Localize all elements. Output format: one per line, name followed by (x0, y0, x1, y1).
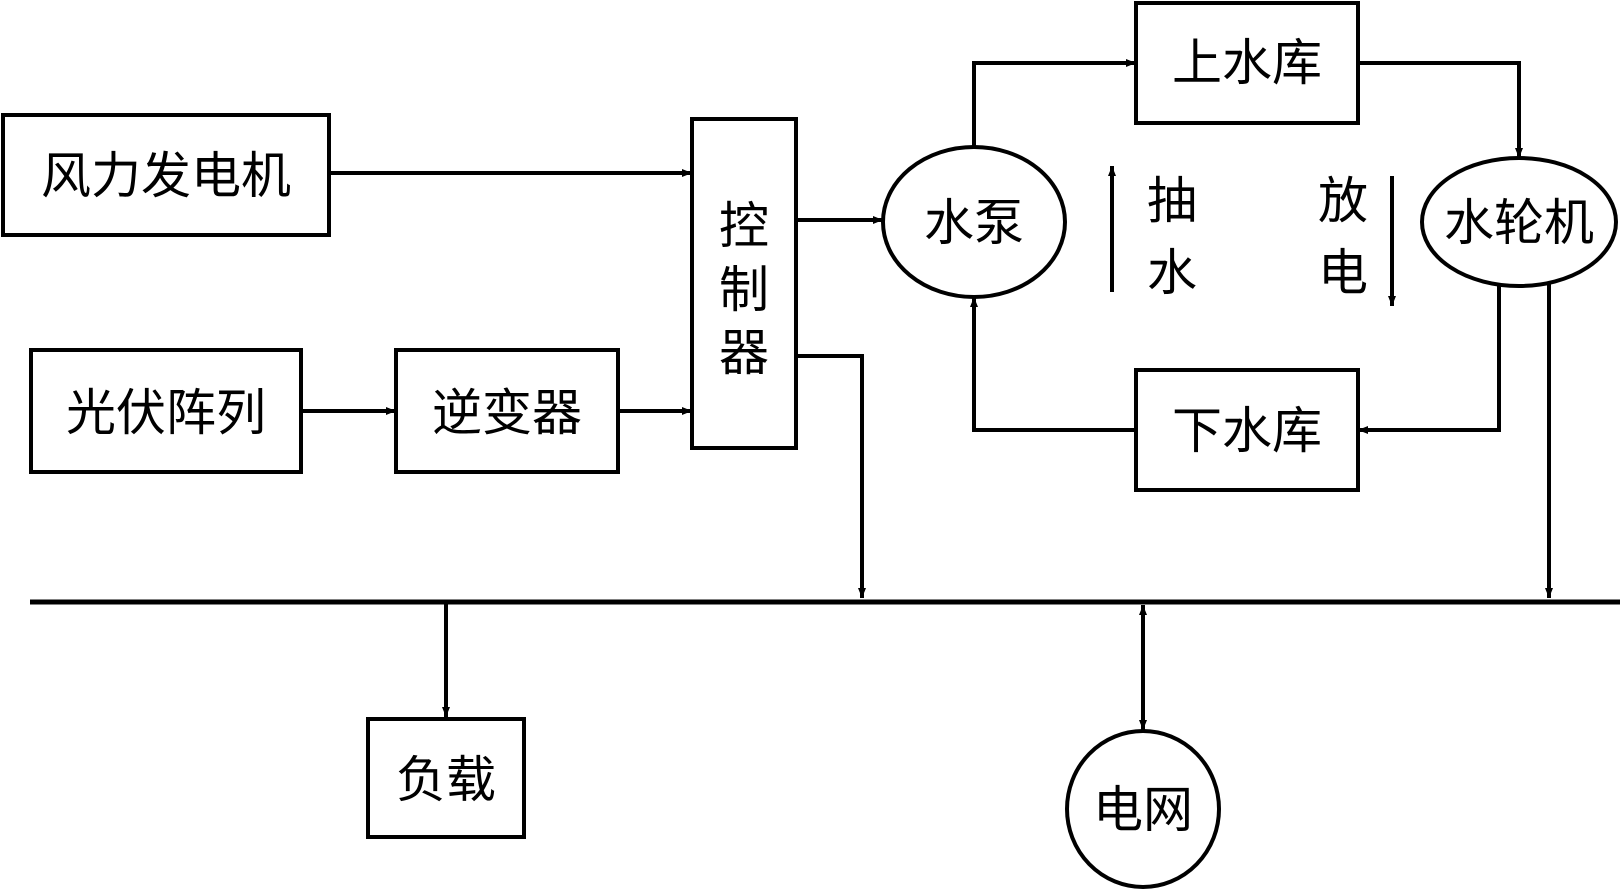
edge-controller-to-bus (796, 354, 866, 598)
discharging-label-char-2: 电 (1318, 244, 1368, 302)
controller-label-char-1: 控 (719, 197, 769, 255)
discharging-annotation: 放 电 (1318, 172, 1396, 306)
edge-lower-reservoir-to-pump (970, 297, 1136, 432)
pv-array-node: 光伏阵列 (29, 348, 303, 474)
grid-label: 电网 (1093, 781, 1193, 839)
wind-generator-label: 风力发电机 (41, 147, 291, 205)
load-node: 负载 (366, 717, 526, 839)
controller-node: 控 制 器 (690, 117, 798, 450)
lower-reservoir-box (1134, 368, 1360, 492)
lower-reservoir-node: 下水库 (1134, 368, 1360, 492)
upper-reservoir-node: 上水库 (1134, 1, 1360, 125)
upper-reservoir-box (1134, 1, 1360, 125)
pumping-label-char-2: 水 (1147, 244, 1197, 302)
lower-reservoir-label: 下水库 (1172, 402, 1322, 460)
load-box (366, 717, 526, 839)
grid-ellipse (1065, 729, 1221, 889)
wind-generator-node: 风力发电机 (1, 113, 331, 237)
pumping-label-char-1: 抽 (1147, 172, 1197, 230)
water-turbine-node: 水轮机 (1420, 156, 1618, 288)
pv-array-box (29, 348, 303, 474)
water-turbine-label: 水轮机 (1444, 194, 1594, 252)
pumping-annotation: 抽 水 (1108, 166, 1197, 302)
inverter-label: 逆变器 (432, 384, 582, 442)
wind-generator-box (1, 113, 331, 237)
discharging-label-char-1: 放 (1318, 172, 1368, 230)
load-label: 负载 (396, 751, 496, 809)
edge-pump-to-upper-reservoir (972, 59, 1136, 147)
water-pump-node: 水泵 (881, 145, 1067, 299)
controller-label-char-3: 器 (719, 324, 769, 382)
edge-upper-reservoir-to-turbine (1358, 61, 1523, 158)
controller-label-char-2: 制 (719, 261, 769, 319)
water-pump-label: 水泵 (924, 194, 1024, 252)
grid-node: 电网 (1065, 729, 1221, 889)
edge-turbine-to-lower-reservoir (1358, 286, 1501, 434)
inverter-box (394, 348, 620, 474)
controller-box (690, 117, 798, 450)
upper-reservoir-label: 上水库 (1172, 34, 1322, 92)
pv-array-label: 光伏阵列 (66, 384, 266, 442)
inverter-node: 逆变器 (394, 348, 620, 474)
